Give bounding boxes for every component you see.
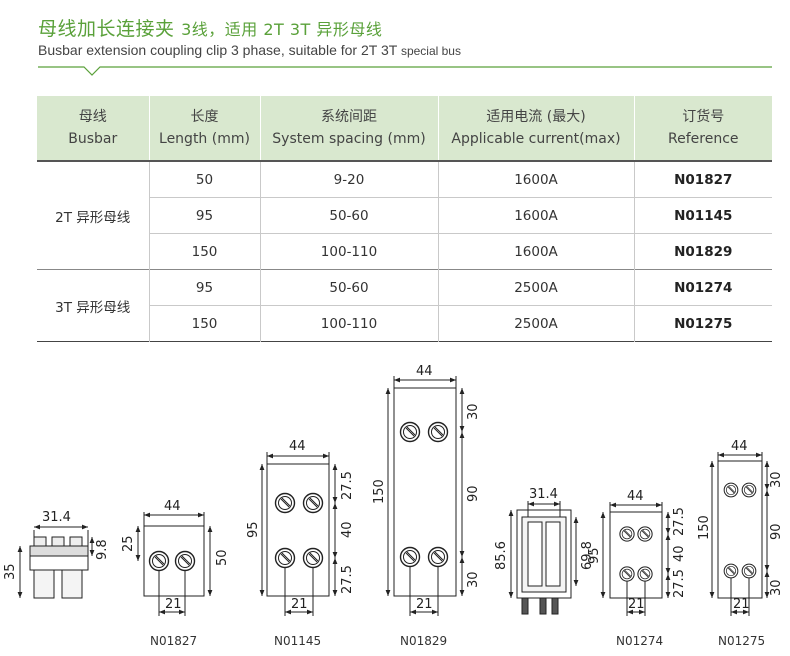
d2-bottom-label: 21	[165, 597, 182, 612]
cell-reference: N01829	[633, 233, 772, 270]
d2-height-label: 50	[215, 549, 230, 566]
d1-right-height-label: 9.8	[95, 539, 110, 560]
d6-reference-label: N01274	[616, 634, 663, 648]
d2-width-label: 44	[164, 499, 181, 514]
cell-spacing: 50-60	[259, 269, 438, 306]
cell-length: 95	[148, 269, 260, 306]
d3-bottom-label: 21	[291, 597, 308, 612]
table-row: 150 100-110 2500A N01275	[37, 305, 772, 342]
title-en-sub: special bus	[400, 44, 461, 58]
d4-reference-label: N01829	[400, 634, 447, 648]
cell-length: 50	[148, 160, 260, 198]
cell-spacing: 100-110	[259, 233, 438, 270]
cell-current: 1600A	[437, 197, 634, 234]
title-cn-main: 母线加长连接夹	[38, 18, 175, 40]
cell-current: 2500A	[437, 305, 634, 342]
d7-width-label: 44	[731, 439, 748, 454]
d3-spacing2-label: 40	[340, 521, 355, 538]
d7-spacing1-label: 30	[769, 471, 784, 488]
cell-spacing: 9-20	[259, 160, 438, 198]
d7-reference-label: N01275	[718, 634, 765, 648]
d2-reference-label: N01827	[150, 634, 197, 648]
technical-drawings: 31.4 35 9.8 44 50 25 21 N01827	[3, 364, 784, 648]
drawing-side-view-tall	[508, 501, 579, 615]
d6-bottom-label: 21	[628, 597, 645, 612]
table-row: 3T 异形母线 95 50-60 2500A N01274	[37, 269, 772, 342]
title-en-main: Busbar extension coupling clip 3 phase, …	[38, 42, 398, 58]
d7-height-label: 150	[697, 515, 712, 540]
d4-height-label: 150	[372, 479, 387, 504]
table-row: 95 50-60 1600A N01145	[37, 197, 772, 234]
d7-spacing2-label: 90	[769, 523, 784, 540]
cell-length: 95	[148, 197, 260, 234]
drawing-n01145	[259, 452, 338, 616]
cell-current: 2500A	[437, 269, 634, 306]
cell-length: 150	[148, 305, 260, 342]
table-row: 150 100-110 1600A N01829	[37, 233, 772, 270]
d6-height-label: 95	[587, 547, 602, 564]
d4-width-label: 44	[416, 364, 433, 379]
cell-current: 1600A	[437, 160, 634, 198]
drawing-n01829	[385, 376, 465, 616]
d3-reference-label: N01145	[274, 634, 321, 648]
cell-reference: N01145	[633, 197, 772, 234]
d5-height-label: 85.6	[494, 541, 509, 570]
d7-spacing3-label: 30	[769, 579, 784, 596]
d4-spacing1-label: 30	[466, 403, 481, 420]
table-row: 2T 异形母线 50 9-20 1600A N01827	[37, 160, 772, 270]
cell-reference: N01275	[633, 305, 772, 342]
group-busbar: 2T 异形母线	[37, 160, 149, 270]
cell-current: 1600A	[437, 233, 634, 270]
cell-reference: N01274	[633, 269, 772, 306]
d3-spacing3-label: 27.5	[340, 565, 355, 594]
cell-reference: N01827	[633, 160, 772, 198]
title-rule	[38, 66, 772, 76]
d1-height-label: 35	[3, 563, 18, 580]
d4-bottom-label: 21	[416, 597, 433, 612]
d4-spacing2-label: 90	[466, 485, 481, 502]
cell-spacing: 50-60	[259, 197, 438, 234]
d2-left-height-label: 25	[121, 535, 136, 552]
d5-right-height-label: 69.8	[580, 541, 595, 570]
drawing-n01275	[709, 452, 770, 616]
title-en: Busbar extension coupling clip 3 phase, …	[38, 42, 461, 58]
d6-width-label: 44	[627, 489, 644, 504]
d3-spacing1-label: 27.5	[340, 471, 355, 500]
d1-width-label: 31.4	[42, 510, 71, 525]
drawing-n01274	[600, 502, 671, 616]
cell-spacing: 100-110	[259, 305, 438, 342]
d3-height-label: 95	[246, 521, 261, 538]
drawing-n01827	[135, 512, 213, 616]
d6-spacing2-label: 40	[672, 545, 687, 562]
d5-width-label: 31.4	[529, 487, 558, 502]
cell-length: 150	[148, 233, 260, 270]
title-cn: 母线加长连接夹 3线，适用 2T 3T 异形母线	[38, 14, 382, 41]
d4-spacing3-label: 30	[466, 571, 481, 588]
d6-spacing1-label: 27.5	[672, 507, 687, 536]
title-cn-sub: 3线，适用 2T 3T 异形母线	[181, 20, 383, 39]
group-busbar: 3T 异形母线	[37, 269, 149, 342]
d7-bottom-label: 21	[733, 597, 750, 612]
d6-spacing3-label: 27.5	[672, 569, 687, 598]
d3-width-label: 44	[289, 439, 306, 454]
drawing-side-view-small	[17, 524, 95, 599]
header-current: 适用电流 (最大)Applicable current(max)	[437, 96, 634, 161]
